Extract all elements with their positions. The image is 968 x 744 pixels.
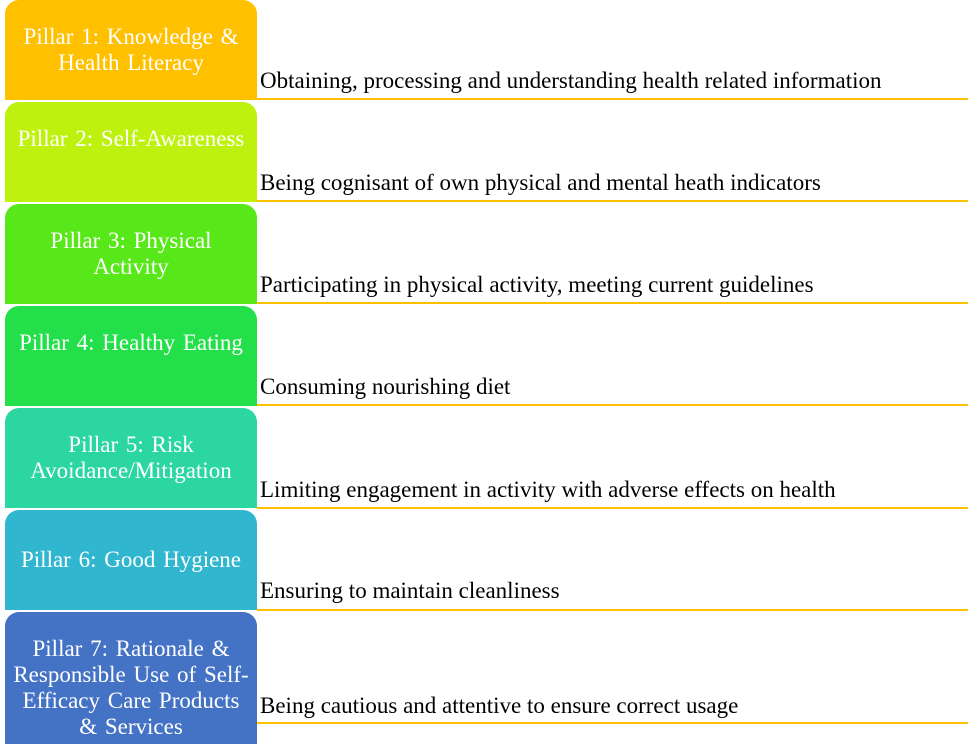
pillar-3-description: Participating in physical activity, meet… bbox=[260, 272, 814, 297]
pillar-row-2: Pillar 2: Self-Awareness Being cognisant… bbox=[0, 102, 968, 204]
pillar-6-box: Pillar 6: Good Hygiene bbox=[5, 510, 257, 610]
pillar-row-7: Pillar 7: Rationale & Responsible Use of… bbox=[0, 612, 968, 744]
pillar-4-rule bbox=[257, 404, 968, 406]
pillar-7-rule bbox=[257, 722, 968, 724]
pillar-row-3: Pillar 3: Physical Activity Participatin… bbox=[0, 204, 968, 306]
pillar-1-title: Pillar 1: Knowledge & Health Literacy bbox=[23, 24, 239, 75]
pillar-1-box: Pillar 1: Knowledge & Health Literacy bbox=[5, 0, 257, 100]
pillar-3-rule bbox=[257, 302, 968, 304]
pillar-1-description: Obtaining, processing and understanding … bbox=[260, 68, 882, 93]
pillar-2-rule bbox=[257, 200, 968, 202]
pillar-7-description: Being cautious and attentive to ensure c… bbox=[260, 693, 739, 718]
pillar-6-title: Pillar 6: Good Hygiene bbox=[21, 547, 241, 572]
pillar-4-description: Consuming nourishing diet bbox=[260, 374, 511, 399]
pillar-3-box: Pillar 3: Physical Activity bbox=[5, 204, 257, 304]
pillar-6-rule bbox=[257, 609, 968, 611]
pillar-row-4: Pillar 4: Healthy Eating Consuming nouri… bbox=[0, 306, 968, 408]
pillar-row-5: Pillar 5: Risk Avoidance/Mitigation Limi… bbox=[0, 408, 968, 510]
pillar-1-rule bbox=[257, 98, 968, 100]
pillar-7-title: Pillar 7: Rationale & Responsible Use of… bbox=[13, 636, 249, 739]
pillar-4-box: Pillar 4: Healthy Eating bbox=[5, 306, 257, 406]
pillar-row-6: Pillar 6: Good Hygiene Ensuring to maint… bbox=[0, 510, 968, 612]
pillar-2-title: Pillar 2: Self-Awareness bbox=[17, 126, 245, 151]
pillar-5-rule bbox=[257, 507, 968, 509]
pillar-row-1: Pillar 1: Knowledge & Health Literacy Ob… bbox=[0, 0, 968, 102]
pillar-4-title: Pillar 4: Healthy Eating bbox=[19, 330, 243, 355]
pillar-2-box: Pillar 2: Self-Awareness bbox=[5, 102, 257, 202]
pillar-5-title: Pillar 5: Risk Avoidance/Mitigation bbox=[30, 432, 232, 483]
pillar-6-description: Ensuring to maintain cleanliness bbox=[260, 578, 560, 603]
pillar-5-box: Pillar 5: Risk Avoidance/Mitigation bbox=[5, 408, 257, 508]
pillar-2-description: Being cognisant of own physical and ment… bbox=[260, 170, 821, 195]
pillar-7-box: Pillar 7: Rationale & Responsible Use of… bbox=[5, 612, 257, 744]
pillar-5-description: Limiting engagement in activity with adv… bbox=[260, 477, 836, 502]
pillar-3-title: Pillar 3: Physical Activity bbox=[50, 228, 212, 279]
